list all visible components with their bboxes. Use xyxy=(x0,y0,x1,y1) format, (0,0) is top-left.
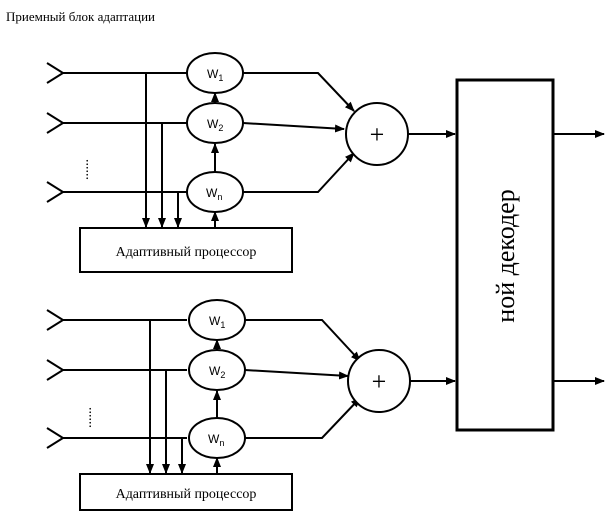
weight-w2 xyxy=(186,102,244,144)
weight-out-n xyxy=(243,152,355,193)
adder-circle xyxy=(347,349,411,413)
weight-w1 xyxy=(186,52,244,94)
weight-w2 xyxy=(188,349,246,391)
antenna-input-2 xyxy=(46,112,65,134)
weight-w2-label: W2 xyxy=(209,364,225,380)
antenna-input-2 xyxy=(46,359,65,381)
weight-wn-label: Wn xyxy=(206,186,222,202)
antenna-input-1 xyxy=(46,309,65,331)
weight-w1-label: W1 xyxy=(207,67,223,83)
group-2 xyxy=(46,299,456,511)
weight-out-n xyxy=(245,397,361,439)
group-1 xyxy=(46,52,456,273)
adaptive-processor-box xyxy=(79,227,293,273)
dots-label: ...... xyxy=(77,159,92,180)
adder-label: + xyxy=(372,367,387,396)
antenna-input-n xyxy=(46,181,65,203)
antenna-input-1 xyxy=(46,62,65,84)
weight-wn xyxy=(188,417,246,459)
decoder xyxy=(455,78,605,432)
decoder-box xyxy=(455,78,555,432)
weight-out-1 xyxy=(243,72,355,112)
adaptive-processor-box xyxy=(79,473,293,511)
dots-label: ...... xyxy=(80,407,95,428)
adder-label: + xyxy=(370,120,385,149)
processor-label: Адаптивный процессор xyxy=(116,245,257,260)
weight-out-2 xyxy=(242,122,345,133)
weight-w2-label: W2 xyxy=(207,117,223,133)
weight-out-2 xyxy=(244,369,349,380)
weight-out-1 xyxy=(245,319,361,362)
weight-w1-label: W1 xyxy=(209,314,225,330)
processor-label: Адаптивный процессор xyxy=(116,487,257,502)
group-1-labels: ...... W1 W2 Wn + Адаптивный процессор xyxy=(77,67,384,260)
diagram-caption: Приемный блок адаптации xyxy=(6,9,156,24)
weight-wn xyxy=(186,171,244,213)
group-2-labels: ...... W1 W2 Wn + Адаптивный процессор xyxy=(80,314,386,502)
antenna-input-n xyxy=(46,427,65,449)
weight-w1 xyxy=(188,299,246,341)
weight-wn-label: Wn xyxy=(208,432,224,448)
decoder-label: ной декодер xyxy=(491,189,520,322)
adder-circle xyxy=(345,102,409,166)
